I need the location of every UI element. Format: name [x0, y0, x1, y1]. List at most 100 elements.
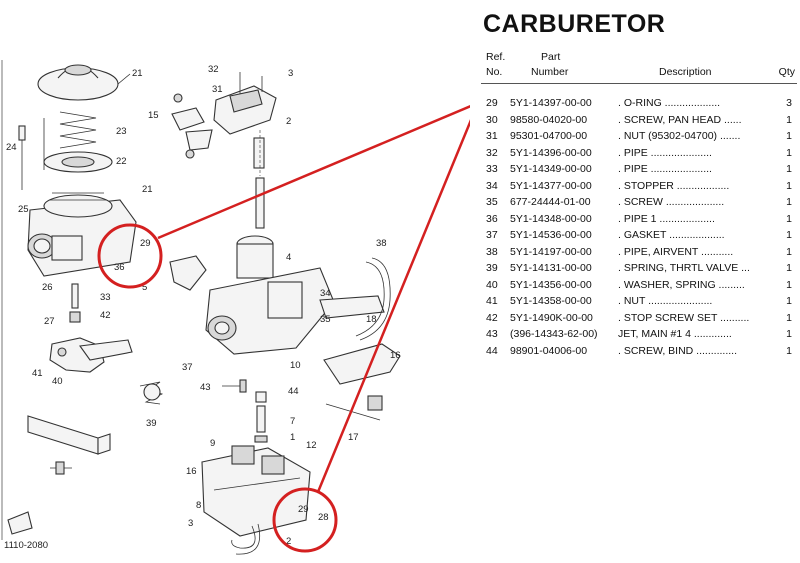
- airvent-pipe-38: [355, 257, 391, 341]
- header-description: Description: [659, 66, 712, 78]
- ref-cell: 39: [486, 262, 498, 274]
- part-number-cell: 5Y1-14536-00-00: [510, 229, 592, 241]
- callout-40: 40: [52, 376, 63, 387]
- description-cell: . GASKET ...................: [618, 229, 725, 241]
- qty-cell: 1: [786, 311, 792, 324]
- callout-21: 21: [132, 68, 143, 79]
- description-cell: . SCREW, BIND ..............: [618, 344, 738, 357]
- callout-12: 12: [306, 440, 317, 451]
- description-cell: . STOP SCREW SET ..........: [618, 311, 750, 324]
- part-number-cell: 5Y1-14131-00-00: [510, 262, 592, 274]
- highlight-annotations: [97, 105, 470, 553]
- table-row: 31 95301-04700-00 . NUT (95302-04700) ....…: [481, 130, 797, 147]
- callout-25: 25: [18, 204, 29, 215]
- description-cell: . PIPE .....................: [618, 163, 712, 175]
- ref-cell: 31: [486, 130, 498, 142]
- pointer-line-upper: [157, 105, 470, 240]
- ref-cell: 44: [486, 344, 498, 357]
- table-row: 43(396-14343-62-00)JET, MAIN #1 4 ......…: [481, 328, 797, 345]
- carb-top-cap: [37, 64, 131, 101]
- qty-cell: 1: [786, 245, 792, 258]
- header-part: Part: [541, 51, 561, 63]
- callout-3: 3: [288, 68, 293, 79]
- description-cell: . PIPE 1 ...................: [618, 212, 715, 225]
- part-number-cell: 5Y1-14197-00-00: [510, 245, 592, 258]
- callout-7: 7: [290, 416, 295, 427]
- description-cell: . NUT (95302-04700) .......: [618, 130, 741, 142]
- part-number-cell: (396-14343-62-00): [510, 328, 598, 340]
- ref-cell: 42: [486, 311, 498, 324]
- drain-pipe-2: [231, 523, 261, 555]
- callout-29-right: 29: [298, 504, 309, 515]
- table-row: 34 5Y1-14377-00-00 . STOPPER .............…: [481, 180, 797, 197]
- highlight-circle-upper: [97, 223, 163, 289]
- callout-43: 43: [200, 382, 211, 393]
- ref-cell: 43: [486, 328, 498, 340]
- header-no: No.: [486, 66, 503, 78]
- throttle-spring-39: [139, 381, 164, 405]
- exploded-parts-diagram: 21 32 31 3 15 2 23 24 22 21 25 26 27 33 …: [1, 60, 470, 555]
- description-cell: . WASHER, SPRING .........: [618, 278, 745, 291]
- ref-cell: 38: [486, 245, 498, 258]
- part-number-cell: 5Y1-14358-00-00: [510, 295, 592, 307]
- header-divider: [481, 83, 797, 84]
- part-number-cell: 5Y1-14356-00-00: [510, 278, 592, 291]
- part-number-cell: 98901-04006-00: [510, 344, 588, 357]
- yamaha-logo-mark: [7, 511, 33, 535]
- ref-cell: 40: [486, 278, 498, 291]
- part-number-cell: 95301-04700-00: [510, 130, 588, 142]
- ref-cell: 34: [486, 179, 498, 192]
- callout-34: 34: [320, 288, 331, 299]
- callout-24: 24: [6, 142, 17, 153]
- callout-42: 42: [100, 310, 111, 321]
- description-cell: . STOPPER ..................: [618, 179, 730, 192]
- header-qty: Qty: [778, 66, 795, 78]
- description-cell: . SCREW ....................: [618, 196, 725, 208]
- screw-21-lower: [50, 461, 72, 475]
- table-header: Ref. No. Part Number Description Qty: [481, 51, 797, 81]
- page-title: CARBURETOR: [483, 10, 666, 38]
- part-number-cell: 5Y1-14348-00-00: [510, 212, 592, 225]
- callout-31: 31: [212, 84, 223, 95]
- cover-assembly-15: [171, 93, 213, 159]
- ref-cell: 36: [486, 212, 498, 225]
- ref-cell: 29: [486, 97, 498, 109]
- callout-38: 38: [376, 238, 387, 249]
- qty-cell: 1: [786, 163, 792, 175]
- float-linkage-40-41: [49, 337, 133, 373]
- callout-21b: 21: [142, 184, 153, 195]
- table-row: 44 98901-04006-00 . SCREW, BIND ..........…: [481, 345, 797, 362]
- part-number-cell: 677-24444-01-00: [510, 196, 591, 208]
- table-row: 40 5Y1-14356-00-00 . WASHER, SPRING ......…: [481, 279, 797, 296]
- callout-39: 39: [146, 418, 157, 429]
- callout-23: 23: [116, 126, 127, 137]
- callout-3b: 3: [188, 518, 193, 529]
- float-chamber-top: [213, 72, 277, 135]
- qty-cell: 1: [786, 113, 792, 126]
- float-bowl-16: [201, 445, 311, 537]
- throttle-linkage: [169, 255, 401, 385]
- part-number-cell: 5Y1-1490K-00-00: [510, 311, 593, 324]
- jet-parts-26-27: [69, 283, 81, 323]
- qty-cell: 1: [786, 229, 792, 241]
- qty-cell: 3: [786, 97, 792, 109]
- callout-4: 4: [286, 252, 291, 263]
- callout-27: 27: [44, 316, 55, 327]
- callout-labels: 21 32 31 3 15 2 23 24 22 21 25 26 27 33 …: [4, 64, 401, 551]
- description-cell: . NUT ......................: [618, 295, 713, 307]
- description-cell: . PIPE, AIRVENT ...........: [618, 245, 734, 258]
- callout-17: 17: [348, 432, 359, 443]
- qty-cell: 1: [786, 179, 792, 192]
- description-cell: . SCREW, PAN HEAD ......: [618, 113, 742, 126]
- callout-26: 26: [42, 282, 53, 293]
- callout-18: 18: [366, 314, 377, 325]
- qty-cell: 1: [786, 146, 792, 159]
- table-row: 38 5Y1-14197-00-00 . PIPE, AIRVENT .......…: [481, 246, 797, 263]
- part-number-cell: 5Y1-14377-00-00: [510, 179, 592, 192]
- qty-cell: 1: [786, 212, 792, 225]
